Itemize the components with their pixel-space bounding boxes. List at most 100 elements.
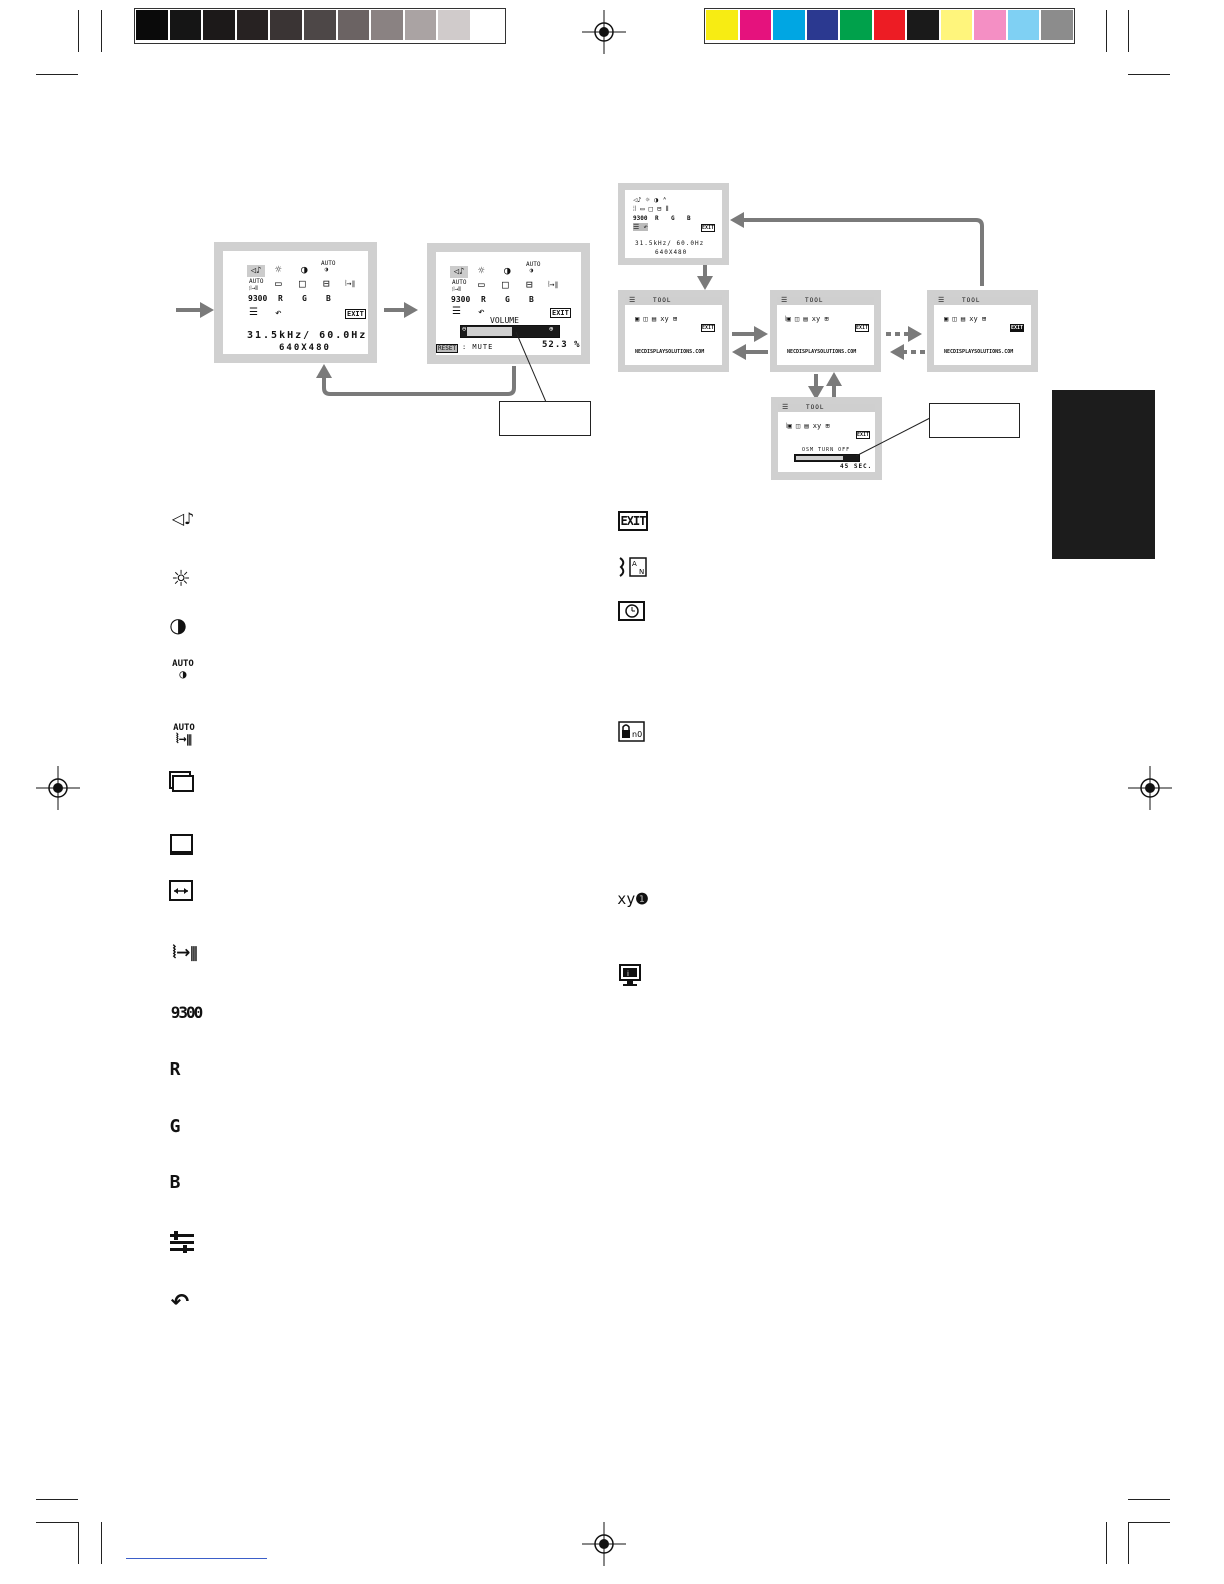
color-swatch (907, 10, 939, 40)
resolution-notifier-label: xy (617, 890, 636, 908)
exit-icon: EXIT (345, 309, 366, 319)
tool-icon: ☰ ↶ (633, 223, 648, 231)
minus-icon: ⊖ (462, 325, 467, 333)
reset-key-label: RESET (436, 344, 459, 353)
auto-adjust-icon: AUTO⦙⦚→⦀ (452, 279, 467, 293)
exit-icon: EXIT (701, 324, 716, 332)
volume-slider-label: VOLUME (490, 316, 519, 325)
footer-rule (126, 1558, 267, 1559)
left-diagram-arrows (176, 302, 516, 396)
tool-icons-row: ⦚▣ ◫ ▤ xy ⊞ (786, 422, 830, 430)
gray-swatch (438, 10, 470, 40)
section-tab (1052, 390, 1155, 559)
down-up-icon (169, 834, 195, 860)
auto-label: AUTO (172, 659, 194, 669)
osm-callout-box (929, 403, 1020, 438)
gray-swatch (337, 10, 370, 40)
osm-turn-off-slider[interactable] (794, 454, 860, 462)
blue-icon: B (326, 294, 331, 303)
osd-main-menu-small: ◁♪ ☼ ◑ ᴬ⦙⦚ ▭ □ ⊟ ⦀ 9300 R G B ☰ ↶ EXIT 3… (618, 183, 729, 265)
factory-preset-icon: ↶ (170, 1289, 190, 1315)
osm-turn-off-label: OSM TURN OFF (802, 447, 851, 453)
osd-tool-screen-1: ☰ TOOL ▣ ◫ ▤ xy ⊞ EXIT NECDISPLAYSOLUTIO… (618, 290, 729, 372)
tool-title: TOOL (806, 404, 825, 411)
osd-tool-screen-3: ☰ TOOL ▣ ◫ ▤ xy ⊞ EXIT NECDISPLAYSOLUTIO… (927, 290, 1038, 372)
auto-contrast-icon: AUTO◑ (172, 659, 194, 681)
red-icon: R (655, 215, 659, 222)
gray-swatch (203, 10, 235, 40)
blue-icon: B (529, 295, 534, 304)
auto-label: AUTO (173, 723, 195, 733)
registration-mark-right (1128, 766, 1172, 810)
color-swatch (1007, 10, 1039, 40)
left-right-icon: ▭ (478, 278, 485, 291)
icon-grid: ◁♪ ☼ ◑ ᴬ⦙⦚ ▭ □ ⊟ ⦀ (633, 196, 669, 213)
exit-icon: EXIT (550, 308, 571, 318)
gray-swatch (472, 10, 504, 40)
gray-swatch (169, 10, 202, 40)
h-size-icon: ⊟ (526, 278, 533, 291)
svg-text:n0: n0 (632, 730, 642, 739)
tool-icon (169, 1231, 195, 1257)
gray-swatch (404, 10, 437, 40)
tool-title-icon: ☰ (938, 296, 945, 304)
gray-swatch (371, 10, 403, 40)
gray-swatch (304, 10, 336, 40)
blue-icon: B (169, 1171, 181, 1193)
tool-title-icon: ☰ (782, 403, 789, 411)
resolution-readout: 640X480 (279, 343, 331, 353)
svg-text:N: N (639, 568, 644, 576)
color-swatch (806, 10, 838, 40)
green-icon: G (169, 1115, 181, 1137)
color-swatch (773, 10, 805, 40)
factory-preset-icon: ↶ (275, 306, 282, 319)
tool-icons-row: ⦚▣ ◫ ▤ xy ⊞ (785, 315, 829, 323)
red-icon: R (169, 1058, 181, 1080)
exit-icon: EXIT (701, 224, 716, 232)
tool-icons-row: ▣ ◫ ▤ xy ⊞ (635, 315, 678, 323)
osd-tool-screen-2: ☰ TOOL ⦚▣ ◫ ▤ xy ⊞ EXIT NECDISPLAYSOLUTI… (770, 290, 881, 372)
color-control-icon: 9300 (633, 215, 648, 222)
red-icon: R (481, 295, 486, 304)
brightness-icon: ☼ (478, 264, 485, 277)
left-right-icon: ▭ (275, 277, 282, 290)
registration-mark-bottom (582, 1522, 626, 1566)
resolution-readout: 640X480 (655, 249, 688, 256)
osd-main-menu-screen: ◁♪ ☼ ◑ AUTO ◑ AUTO⦙⦚→⦀ ▭ □ ⊟ ⦚→⦀ 9300 R … (214, 242, 377, 363)
tool-title-icon: ☰ (781, 296, 788, 304)
plus-icon: ⊕ (549, 325, 554, 333)
left-right-icon (169, 771, 195, 797)
osd-volume-screen: ◁♪ ☼ ◑ AUTO ◑ AUTO⦙⦚→⦀ ▭ □ ⊟ ⦚→⦀ 9300 R … (427, 243, 590, 364)
url-label: NECDISPLAYSOLUTIONS.COM (635, 349, 705, 355)
gray-swatch (236, 10, 269, 40)
auto-contrast-icon: AUTO ◑ (321, 260, 336, 273)
osm-turn-off-icon (618, 601, 646, 627)
osm-seconds-value: 45 SEC. (840, 463, 873, 470)
brightness-icon: ☼ (275, 263, 282, 276)
tool-icon: ☰ (249, 307, 258, 318)
svg-text:i: i (627, 970, 629, 978)
down-up-icon: □ (502, 278, 509, 291)
tool-title: TOOL (805, 297, 824, 304)
fine-icon: ⦚→⦀ (345, 279, 355, 288)
green-icon: G (302, 294, 307, 303)
url-label: NECDISPLAYSOLUTIONS.COM (944, 349, 1014, 355)
color-swatch (739, 10, 771, 40)
green-icon: G (505, 295, 510, 304)
color-swatch (840, 10, 872, 40)
registration-mark-top (582, 10, 626, 54)
contrast-icon: ◑ (504, 264, 511, 277)
color-control-icon: 9300 (451, 295, 471, 304)
color-swatch (1041, 10, 1073, 40)
tool-icon: ☰ (452, 306, 461, 317)
mute-label: : MUTE (462, 343, 494, 351)
auto-adjust-icon: AUTO⦙⦚→⦀ (249, 278, 264, 292)
gray-swatch (136, 10, 168, 40)
auto-adjust-icon: AUTO⦚→⦀ (173, 723, 195, 747)
volume-slider[interactable]: ⊖ ⊕ (460, 325, 560, 338)
brightness-icon: ☼ (171, 566, 191, 592)
fine-icon: ⦚→⦀ (548, 280, 558, 289)
osm-callout-leader (855, 417, 931, 457)
color-swatch (873, 10, 905, 40)
